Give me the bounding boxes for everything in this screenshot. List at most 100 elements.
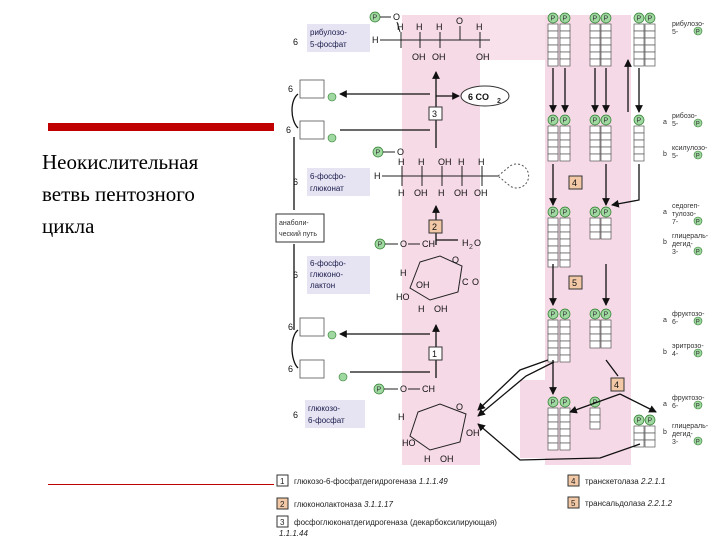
svg-text:6: 6 [288, 364, 293, 374]
compound-glucose-6p: 6 глюкозо- 6-фосфат [293, 400, 365, 428]
phosphate-icon [693, 246, 703, 256]
svg-text:анаболи-: анаболи- [279, 219, 309, 227]
phosphate-icon [633, 114, 645, 126]
sugar-column: P [559, 206, 571, 268]
svg-text:OH: OH [440, 454, 454, 464]
phosphate-icon [547, 206, 559, 218]
compound-ribulose-5p: 6 рибулозо- 5-фосфат [293, 24, 370, 52]
svg-text:a: a [663, 119, 667, 126]
phosphate-icon [559, 12, 571, 24]
svg-text:P: P [696, 403, 700, 409]
svg-text:тулозо-: тулозо- [672, 211, 697, 218]
svg-text:a: a [663, 209, 667, 216]
svg-text:CH: CH [422, 384, 435, 394]
svg-text:P: P [604, 118, 609, 125]
phosphate-icon [693, 316, 703, 326]
svg-text:6: 6 [293, 270, 298, 280]
phosphate-icon [644, 12, 656, 24]
svg-text:H: H [400, 268, 407, 278]
svg-text:OH: OH [416, 280, 430, 290]
phosphate-icon [559, 308, 571, 320]
svg-text:3: 3 [432, 109, 437, 119]
svg-text:OH: OH [434, 304, 448, 314]
svg-text:4-: 4- [672, 351, 679, 358]
svg-text:6: 6 [293, 37, 298, 47]
svg-text:O: O [474, 238, 481, 248]
svg-text:6-: 6- [672, 403, 679, 410]
enzyme-box-4-upper: 4 [568, 175, 583, 190]
svg-text:рибозо-: рибозо- [672, 112, 698, 120]
svg-text:7-: 7- [672, 219, 679, 226]
compound-6-phosphogluconate: 6 6-фосфо- глюконат [293, 168, 370, 196]
svg-text:седогеп-: седогеп- [672, 203, 700, 210]
svg-text:6: 6 [286, 125, 291, 135]
svg-text:HO: HO [402, 438, 416, 448]
phosphate-icon [547, 396, 559, 408]
svg-text:b: b [663, 151, 667, 158]
svg-text:5-: 5- [672, 121, 679, 128]
sugar-column: P [547, 308, 559, 363]
phosphate-icon [600, 114, 612, 126]
svg-text:P: P [696, 351, 700, 357]
svg-text:a: a [663, 401, 667, 408]
svg-text:H: H [438, 188, 445, 198]
svg-text:6 CO: 6 CO [468, 92, 489, 102]
svg-text:OH: OH [466, 428, 480, 438]
svg-text:O: O [397, 147, 404, 157]
svg-text:глюконо-: глюконо- [310, 270, 343, 279]
svg-text:3-: 3- [672, 249, 679, 256]
svg-text:H: H [372, 35, 379, 45]
svg-text:P: P [593, 312, 598, 319]
svg-text:O: O [456, 402, 463, 412]
phosphate-icon [559, 206, 571, 218]
glucose-structure: P O CH O H HO H OH OH [373, 383, 480, 464]
phosphate-icon [589, 206, 601, 218]
svg-text:P: P [377, 387, 382, 394]
svg-text:H: H [476, 22, 483, 32]
svg-text:H: H [398, 412, 405, 422]
svg-text:P: P [637, 16, 642, 23]
nadph-cycles: 6 6 6 6 [286, 79, 430, 382]
svg-text:глюконат: глюконат [310, 184, 344, 193]
svg-text:H: H [397, 22, 404, 32]
phosphate-icon [633, 414, 645, 426]
sugar-column: P [633, 12, 645, 67]
svg-text:H: H [418, 304, 425, 314]
svg-text:4: 4 [572, 178, 577, 188]
svg-text:6-фосфо-: 6-фосфо- [310, 259, 346, 268]
svg-text:OH: OH [412, 52, 426, 62]
svg-text:P: P [637, 418, 642, 425]
svg-text:P: P [551, 400, 556, 407]
svg-text:P: P [648, 16, 653, 23]
svg-text:H: H [436, 22, 443, 32]
svg-text:O: O [400, 384, 407, 394]
sugar-column: P [589, 396, 601, 430]
svg-text:a: a [663, 317, 667, 324]
svg-text:фосфоглюконатдегидрогеназа (де: фосфоглюконатдегидрогеназа (декарбоксили… [294, 518, 497, 527]
svg-text:C: C [462, 277, 469, 287]
svg-text:1.1.1.44: 1.1.1.44 [279, 529, 308, 538]
svg-text:глицераль-: глицераль- [672, 423, 709, 430]
svg-text:5-: 5- [672, 29, 679, 36]
sugar-column: P [547, 396, 559, 451]
sugar-column: P [559, 396, 571, 451]
lactone-structure: P O CH O C O HO H OH OH H [374, 238, 479, 314]
sugar-label: рибулозо-5-P [672, 20, 705, 36]
svg-text:5: 5 [572, 278, 577, 288]
svg-text:P: P [637, 118, 642, 125]
svg-text:P: P [593, 118, 598, 125]
phosphate-icon [589, 114, 601, 126]
phosphate-icon [644, 414, 656, 426]
title-line: ветвь пентозного [42, 182, 195, 206]
